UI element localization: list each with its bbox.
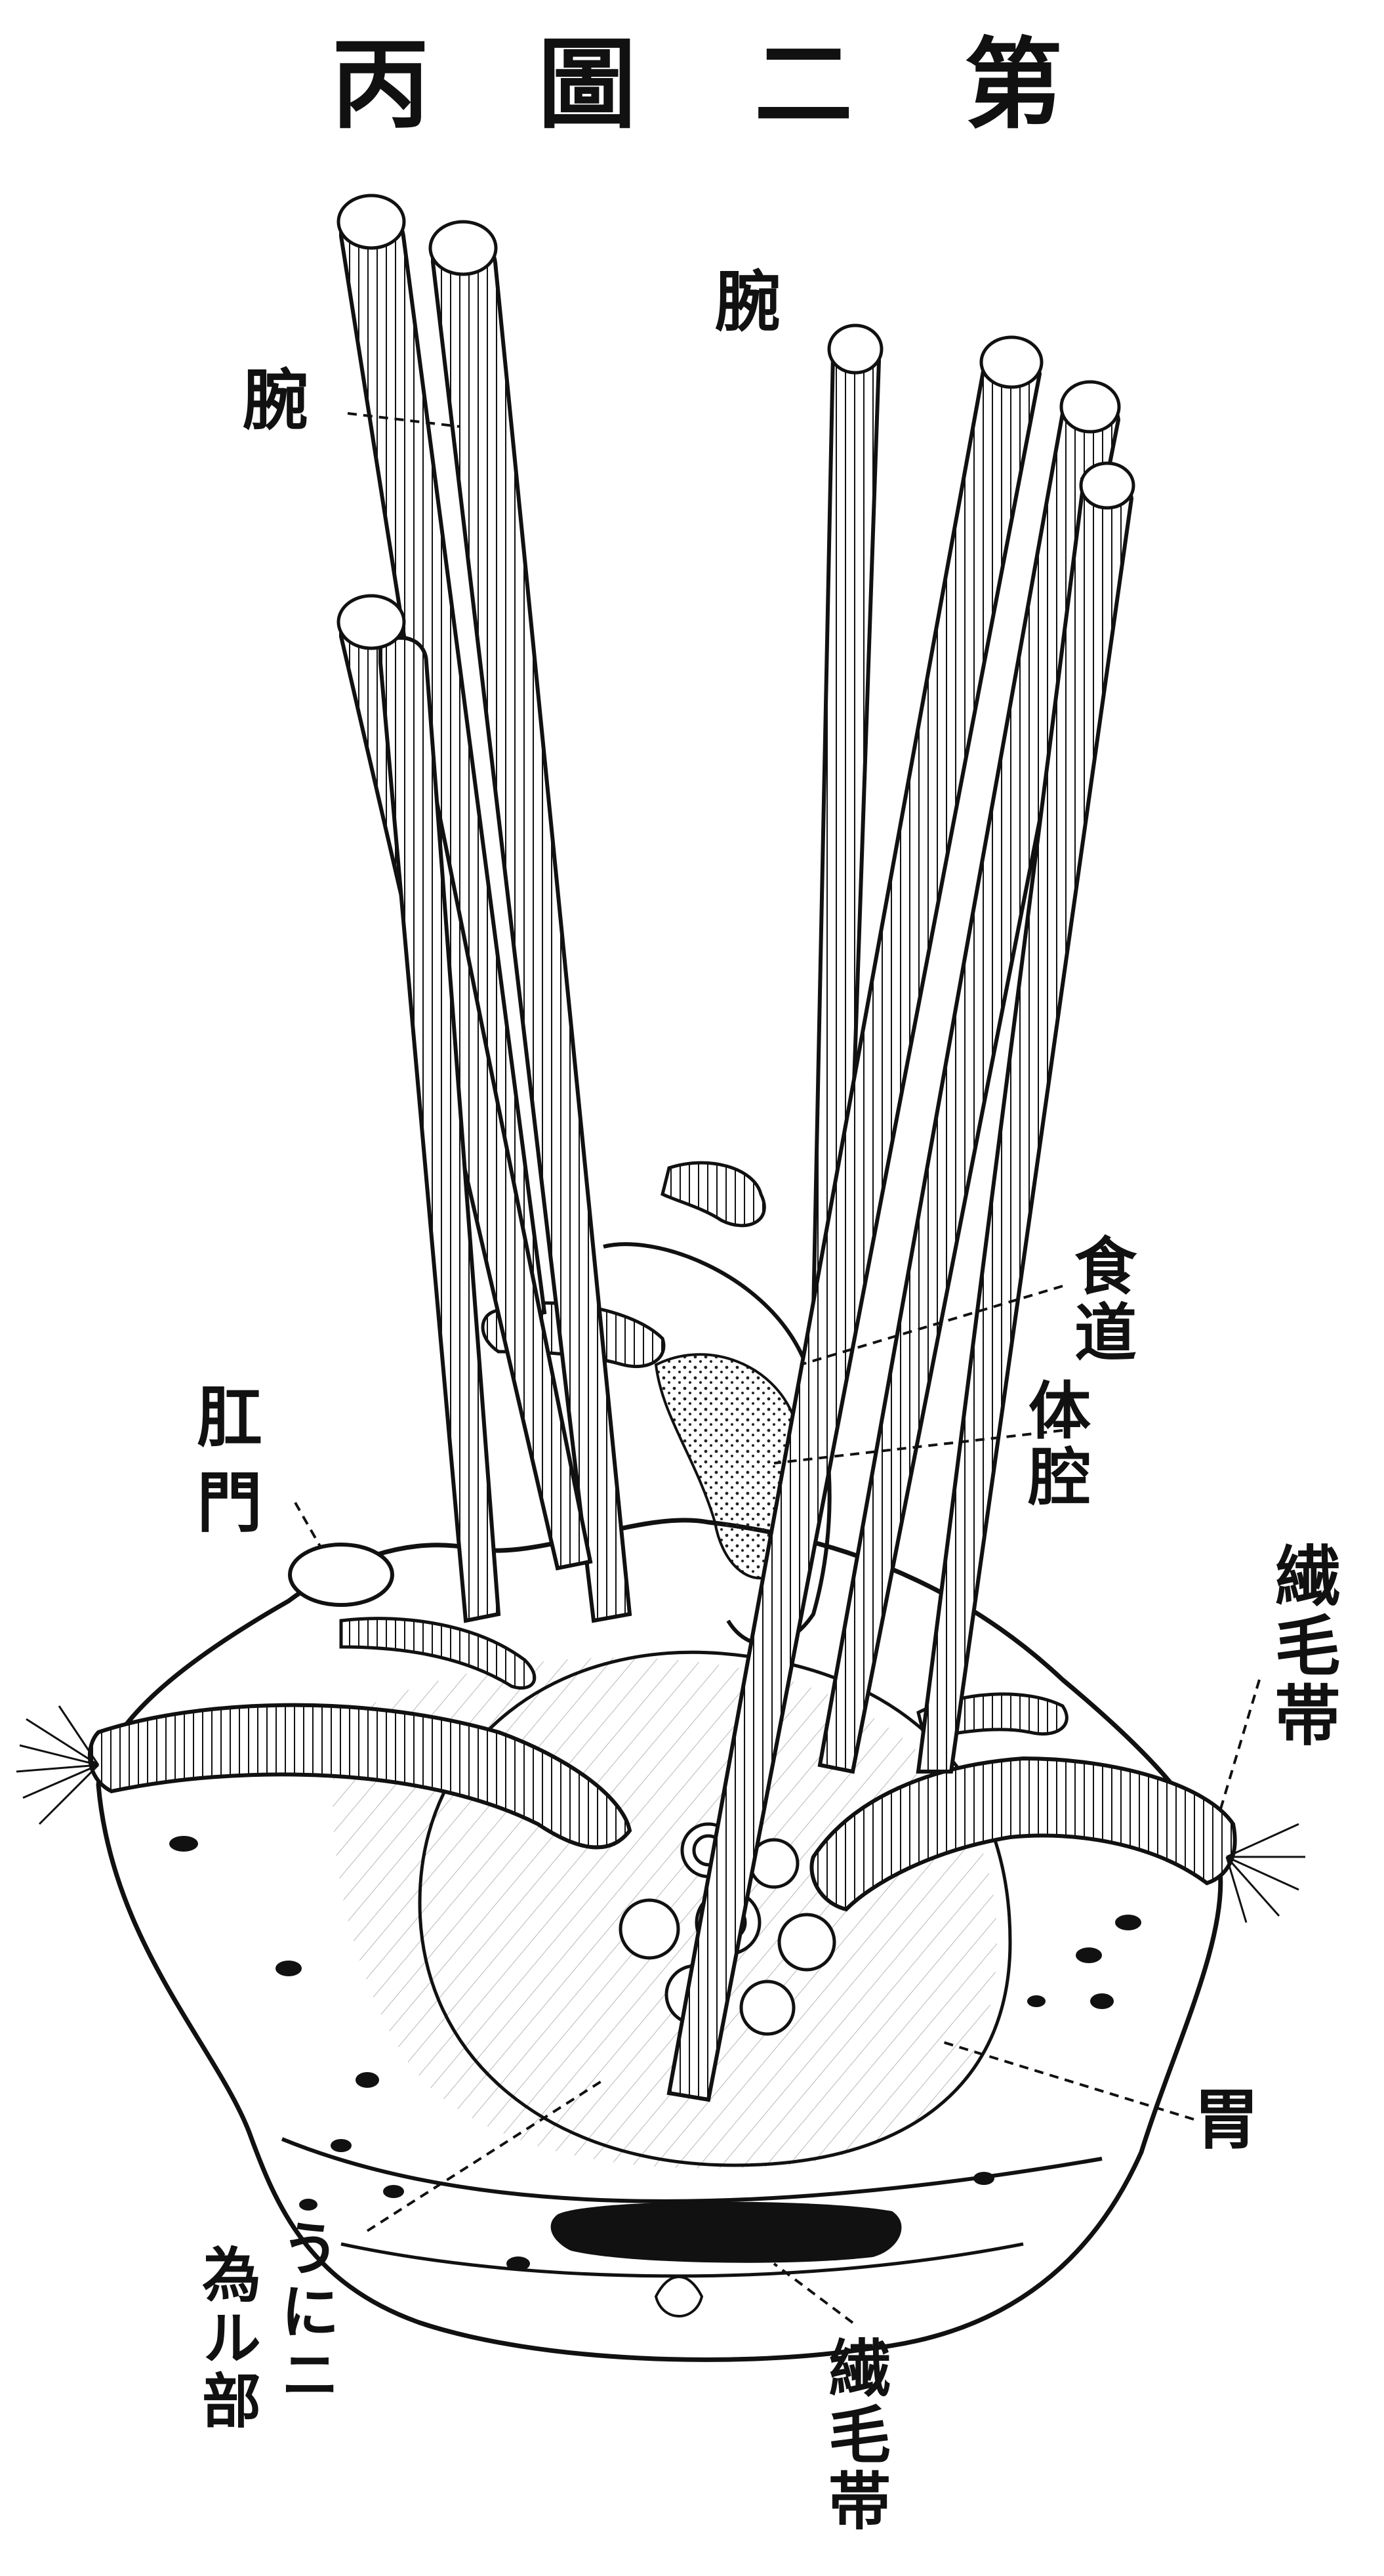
- label-stomach: 胃: [1194, 2087, 1259, 2152]
- anus-knob: [290, 1545, 392, 1605]
- title-char-4: 第: [964, 5, 1063, 148]
- label-urchin-part-col2: うにニ: [275, 2218, 335, 2407]
- title-char-2: 圖: [538, 5, 636, 148]
- label-esophagus: 食道: [1069, 1234, 1131, 1366]
- label-anus-1: 肛: [197, 1384, 262, 1450]
- label-urchin-part-col1: 為ル部: [197, 2244, 256, 2433]
- leader-ciliated-right: [1220, 1680, 1259, 1811]
- bottom-ciliated-ridge: [551, 2202, 902, 2263]
- title-char-1: 丙: [331, 5, 430, 148]
- leader-stomach: [938, 2041, 1194, 2119]
- title-char-3: 二: [754, 5, 853, 148]
- label-arm-top: 腕: [715, 269, 781, 335]
- label-ciliated-band-bottom: 繊毛帯: [823, 2336, 885, 2535]
- figure-title: 丙 圖 二 第: [0, 5, 1384, 117]
- label-arm-left: 腕: [243, 367, 308, 433]
- leader-anus: [295, 1503, 321, 1548]
- label-anus-2: 門: [197, 1470, 262, 1535]
- cilia-tuft-left: [16, 1706, 98, 1824]
- ribbed-loop-3: [341, 1619, 535, 1688]
- ribbed-loop-2: [662, 1163, 764, 1226]
- label-coelom: 体腔: [1023, 1378, 1086, 1510]
- cilia-tuft-right: [1227, 1824, 1305, 1922]
- label-ciliated-band-right: 繊毛帯: [1269, 1542, 1335, 1751]
